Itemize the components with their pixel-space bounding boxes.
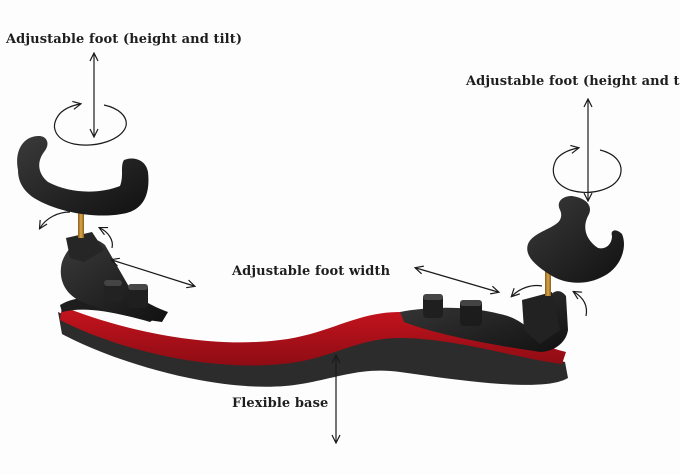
left-brass-screw [78,204,84,238]
left-knob-2 [128,284,148,308]
left-rotate-arrow [53,104,127,146]
label-flexible-base: Flexible base [232,396,329,411]
right-tilt-arc-left [512,284,543,296]
label-left-foot: Adjustable foot (height and tilt) [6,32,243,47]
left-foot-assembly [17,135,168,322]
left-tilt-arc-right [100,228,113,249]
right-foot-cup [527,196,624,283]
left-pivot [66,232,104,262]
width-arrow-right [416,268,498,292]
left-knob-1 [104,280,122,302]
label-right-foot: Adjustable foot (height and tilt) [466,74,680,89]
right-pivot [522,292,560,344]
right-knob-2 [460,300,482,326]
arrows [40,54,622,442]
width-arrow-left [112,260,194,286]
right-tilt-arc-right [574,292,588,317]
right-brass-screw [545,264,551,296]
label-foot-width: Adjustable foot width [232,264,391,279]
right-slider [400,291,568,352]
left-foot-cup [17,135,149,216]
right-knob-1 [423,294,443,318]
right-rotate-arrow [552,148,622,193]
right-foot-assembly [400,196,624,352]
base-foam-layer [58,312,568,387]
left-tilt-arc-left [40,211,71,228]
